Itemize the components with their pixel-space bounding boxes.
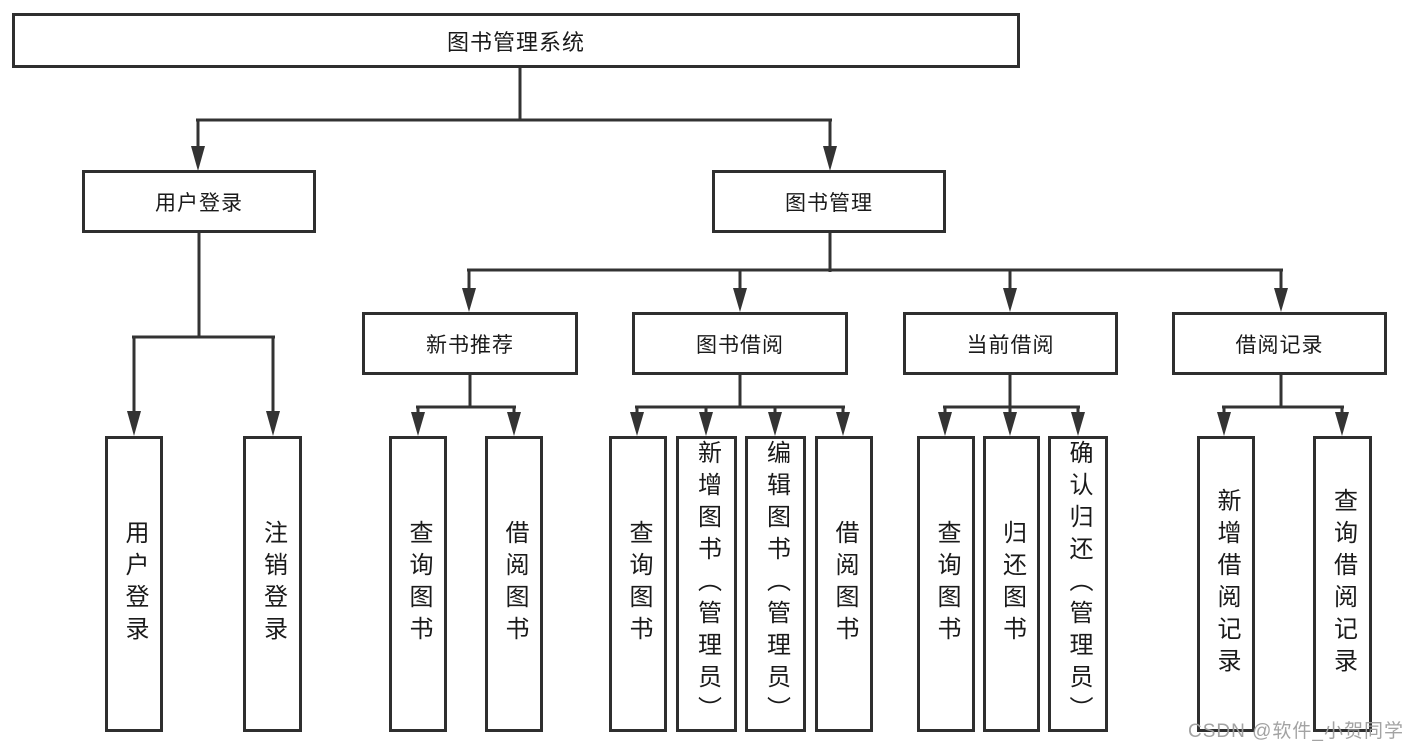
group-node-new-book-recommend: 新书推荐 <box>362 312 578 375</box>
leaf-node-label: 新增图书（管理员） <box>693 440 721 728</box>
group-node-label: 图书借阅 <box>696 333 784 357</box>
leaf-node-label: 新增借阅记录 <box>1213 488 1240 680</box>
leaf-node-label: 借阅图书 <box>831 520 858 648</box>
leaf-node-label: 注销登录 <box>259 520 287 648</box>
group-node-label: 新书推荐 <box>426 333 514 357</box>
connector-root-to-branches <box>191 67 837 171</box>
group-node-label: 当前借阅 <box>966 333 1055 357</box>
group-node-current-borrow: 当前借阅 <box>903 312 1118 375</box>
leaf-node-label: 编辑图书（管理员） <box>762 440 790 728</box>
leaf-node-query-books: 查询图书 <box>389 436 447 732</box>
leaf-node-query-books: 查询图书 <box>609 436 667 732</box>
leaf-node-label: 查询图书 <box>405 520 432 648</box>
branch-node-label: 用户登录 <box>155 191 243 215</box>
leaf-node-label: 借阅图书 <box>501 520 528 648</box>
leaf-node-label: 归还图书 <box>998 520 1026 648</box>
leaf-node-borrow-books: 借阅图书 <box>485 436 543 732</box>
leaf-node-label: 用户登录 <box>121 520 148 648</box>
group-node-book-borrow: 图书借阅 <box>632 312 848 375</box>
leaf-node-edit-books-admin: 编辑图书（管理员） <box>745 436 806 732</box>
branch-node-book-management: 图书管理 <box>712 170 946 233</box>
connector-current-borrow-to-leaves <box>938 374 1085 436</box>
group-node-label: 借阅记录 <box>1235 333 1324 357</box>
connector-new-book-to-leaves <box>411 374 521 436</box>
leaf-node-logout: 注销登录 <box>243 436 302 732</box>
leaf-node-return-books: 归还图书 <box>983 436 1040 732</box>
leaf-node-confirm-return-admin: 确认归还（管理员） <box>1048 436 1108 732</box>
leaf-node-add-books-admin: 新增图书（管理员） <box>676 436 737 732</box>
leaf-node-user-login: 用户登录 <box>105 436 163 732</box>
group-node-borrow-records: 借阅记录 <box>1172 312 1387 375</box>
leaf-node-query-books: 查询图书 <box>917 436 975 732</box>
connector-user-login-to-leaves <box>127 232 280 436</box>
branch-node-user-login: 用户登录 <box>82 170 316 233</box>
csdn-watermark: CSDN @软件_小贺同学 <box>1188 721 1404 742</box>
branch-node-label: 图书管理 <box>785 191 873 215</box>
root-node-label: 图书管理系统 <box>446 29 585 55</box>
leaf-node-label: 查询图书 <box>933 520 960 648</box>
leaf-node-borrow-books: 借阅图书 <box>815 436 873 732</box>
leaf-node-label: 查询图书 <box>625 520 652 648</box>
root-node-system: 图书管理系统 <box>12 13 1020 68</box>
connector-book-borrow-to-leaves <box>630 374 850 436</box>
leaf-node-query-borrow-record: 查询借阅记录 <box>1313 436 1372 732</box>
connector-book-management-to-groups <box>462 232 1288 312</box>
connector-borrow-records-to-leaves <box>1217 374 1349 436</box>
leaf-node-add-borrow-record: 新增借阅记录 <box>1197 436 1255 732</box>
leaf-node-label: 查询借阅记录 <box>1329 488 1357 680</box>
leaf-node-label: 确认归还（管理员） <box>1065 440 1092 728</box>
